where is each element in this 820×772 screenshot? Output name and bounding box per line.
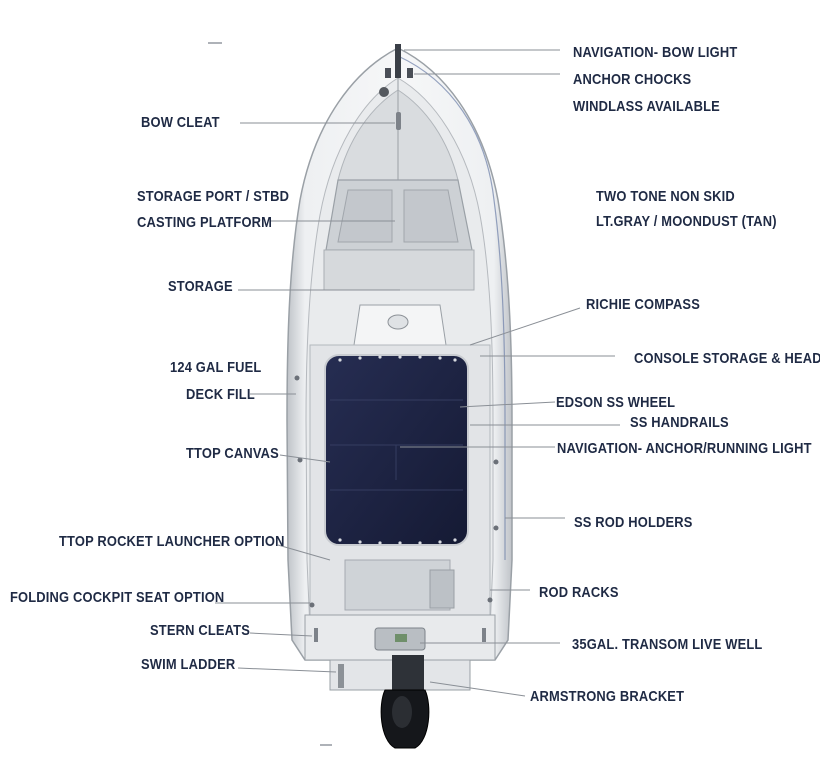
stern-cleat-stbd: [482, 628, 486, 642]
swim-ladder: [338, 664, 344, 688]
label-ss-rod-holders: SS ROD HOLDERS: [574, 514, 693, 531]
label-ttop-canvas: TTOP CANVAS: [186, 445, 279, 462]
bow-cleat: [396, 112, 401, 130]
storage-hatch-stbd: [403, 189, 459, 243]
label-richie-compass: RICHIE COMPASS: [586, 296, 700, 313]
canvas-grommets: [338, 355, 457, 545]
outboard-mount: [392, 655, 424, 693]
rod-holders: [294, 375, 499, 608]
label-fuel: 124 GAL FUEL: [170, 359, 262, 376]
label-armstrong-bracket: ARMSTRONG BRACKET: [530, 688, 685, 705]
label-ss-handrails: SS HANDRAILS: [630, 414, 729, 431]
livewell-latch: [395, 634, 407, 642]
label-swim-ladder: SWIM LADDER: [141, 656, 236, 673]
label-two-tone-non-skid: TWO TONE NON SKID: [596, 188, 735, 205]
rub-rail: [397, 55, 506, 560]
outboard-cowl-highlight: [392, 696, 412, 728]
bow-hatch: [379, 87, 389, 97]
label-transom-livewell: 35GAL. TRANSOM LIVE WELL: [572, 636, 763, 653]
label-storage: STORAGE: [168, 278, 233, 295]
storage-hatch-port: [337, 189, 393, 243]
anchor-chock-left: [385, 68, 391, 78]
leader-lines: [215, 49, 620, 697]
label-nav-anchor-running: NAVIGATION- ANCHOR/RUNNING LIGHT: [557, 440, 812, 457]
label-folding-seat: FOLDING COCKPIT SEAT OPTION: [10, 589, 225, 606]
label-storage-port-stbd: STORAGE PORT / STBD: [137, 188, 290, 205]
label-deck-fill: DECK FILL: [186, 386, 255, 403]
forward-storage: [323, 249, 475, 291]
canvas-seams: [330, 399, 463, 491]
label-console-storage-head: CONSOLE STORAGE & HEAD: [634, 350, 820, 367]
label-stern-cleats: STERN CLEATS: [150, 622, 251, 639]
label-nav-bow-light: NAVIGATION- BOW LIGHT: [573, 44, 738, 61]
stern-cleat-port: [314, 628, 318, 642]
label-bow-cleat: BOW CLEAT: [141, 114, 220, 131]
anchor-chock-right: [407, 68, 413, 78]
label-non-skid-colors: LT.GRAY / MOONDUST (TAN): [596, 213, 777, 230]
label-windlass: WINDLASS AVAILABLE: [573, 98, 720, 115]
bow-light-pole: [395, 44, 401, 78]
label-casting-platform: CASTING PLATFORM: [137, 214, 273, 231]
label-anchor-chocks: ANCHOR CHOCKS: [573, 71, 692, 88]
rod-rack: [429, 569, 455, 609]
label-edson-wheel: EDSON SS WHEEL: [556, 394, 676, 411]
label-ttop-rocket: TTOP ROCKET LAUNCHER OPTION: [59, 533, 285, 550]
richie-compass: [387, 314, 409, 330]
label-rod-racks: ROD RACKS: [539, 584, 619, 601]
